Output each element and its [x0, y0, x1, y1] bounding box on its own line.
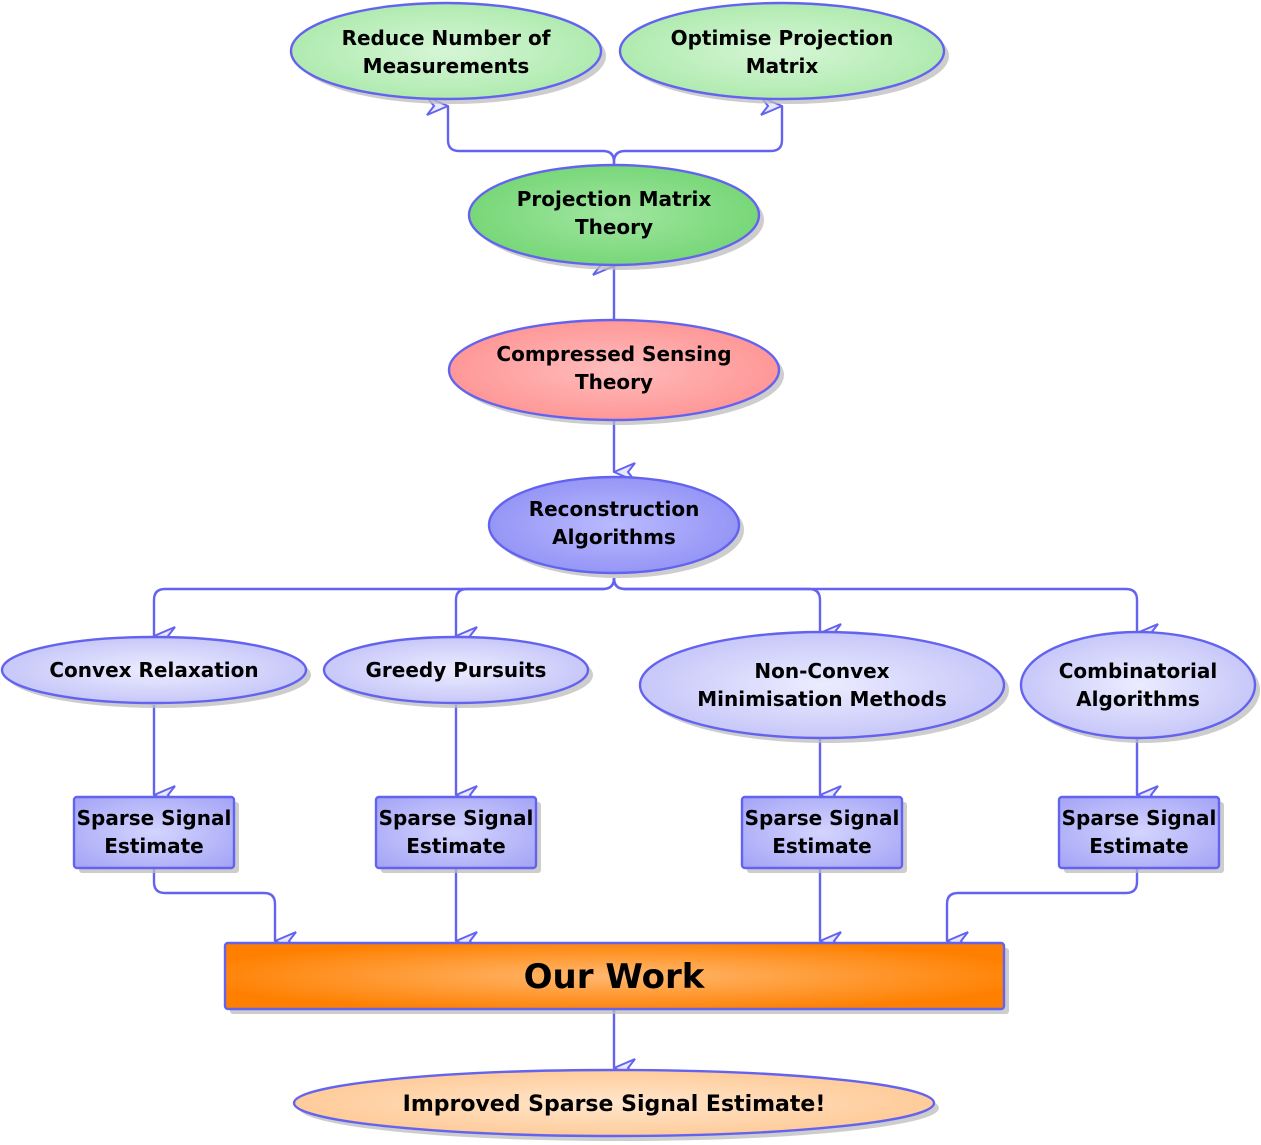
node-optimise-matrix: Optimise Projection Matrix: [618, 1, 949, 104]
edge-reconstruction-to-greedy: [454, 577, 616, 636]
node-sparse-signal-estimate-2: Sparse Signal Estimate: [374, 795, 541, 873]
node-greedy-pursuits: Greedy Pursuits: [322, 635, 593, 708]
node-label-line: Compressed Sensing: [496, 342, 731, 366]
node-combinatorial-algorithms: Combinatorial Algorithms: [1019, 630, 1260, 743]
node-label-line: Sparse Signal: [745, 806, 900, 830]
node-label-line: Non-Convex: [754, 659, 889, 683]
edge-reconstruction-to-convex: [152, 577, 616, 636]
node-label-line: Estimate: [772, 834, 871, 858]
node-label-line: Algorithms: [1076, 687, 1200, 711]
node-label-line: Sparse Signal: [1062, 806, 1217, 830]
node-label-line: Measurements: [363, 54, 530, 78]
node-nonconvex-methods: Non-Convex Minimisation Methods: [638, 630, 1009, 743]
node-label-line: Estimate: [406, 834, 505, 858]
node-sparse-signal-estimate-1: Sparse Signal Estimate: [72, 795, 239, 873]
node-convex-relaxation: Convex Relaxation: [0, 635, 311, 708]
node-improved-estimate: Improved Sparse Signal Estimate!: [292, 1068, 939, 1141]
node-label-line: Theory: [575, 215, 653, 239]
node-compressed-sensing-theory: Compressed Sensing Theory: [447, 318, 784, 425]
edge-projection-theory-to-reduce-measurements: [448, 106, 616, 165]
node-label-line: Reconstruction: [529, 497, 700, 521]
node-label-line: Combinatorial: [1059, 659, 1218, 683]
node-label-line: Theory: [575, 370, 653, 394]
node-reduce-measurements: Reduce Number of Measurements: [289, 1, 606, 104]
edge-projection-theory-to-optimise-matrix: [612, 106, 784, 165]
node-label-line: Sparse Signal: [77, 806, 232, 830]
node-our-work: Our Work: [223, 941, 1009, 1014]
node-label-line: Projection Matrix: [517, 187, 712, 211]
edges: [152, 106, 1139, 1068]
node-label-line: Optimise Projection: [671, 26, 894, 50]
node-sparse-signal-estimate-4: Sparse Signal Estimate: [1057, 795, 1224, 873]
node-sparse-signal-estimate-3: Sparse Signal Estimate: [740, 795, 907, 873]
node-label-line: Sparse Signal: [379, 806, 534, 830]
node-label-line: Estimate: [1089, 834, 1188, 858]
node-label-line: Our Work: [524, 957, 706, 997]
node-reconstruction-algorithms: Reconstruction Algorithms: [487, 475, 744, 578]
node-label-line: Matrix: [746, 54, 819, 78]
edge-reconstruction-to-nonconvex: [612, 577, 820, 633]
node-label-line: Greedy Pursuits: [366, 658, 547, 682]
node-label-line: Algorithms: [552, 525, 676, 549]
edge-sse4-to-our-work: [945, 868, 1139, 941]
node-label-line: Improved Sparse Signal Estimate!: [403, 1092, 826, 1117]
edge-sse1-to-our-work: [152, 868, 275, 941]
node-label-line: Convex Relaxation: [49, 658, 258, 682]
node-projection-theory: Projection Matrix Theory: [467, 163, 764, 270]
edge-reconstruction-to-combinatorial: [612, 577, 1137, 633]
node-label-line: Estimate: [104, 834, 203, 858]
node-label-line: Reduce Number of: [342, 26, 551, 50]
node-label-line: Minimisation Methods: [697, 687, 947, 711]
